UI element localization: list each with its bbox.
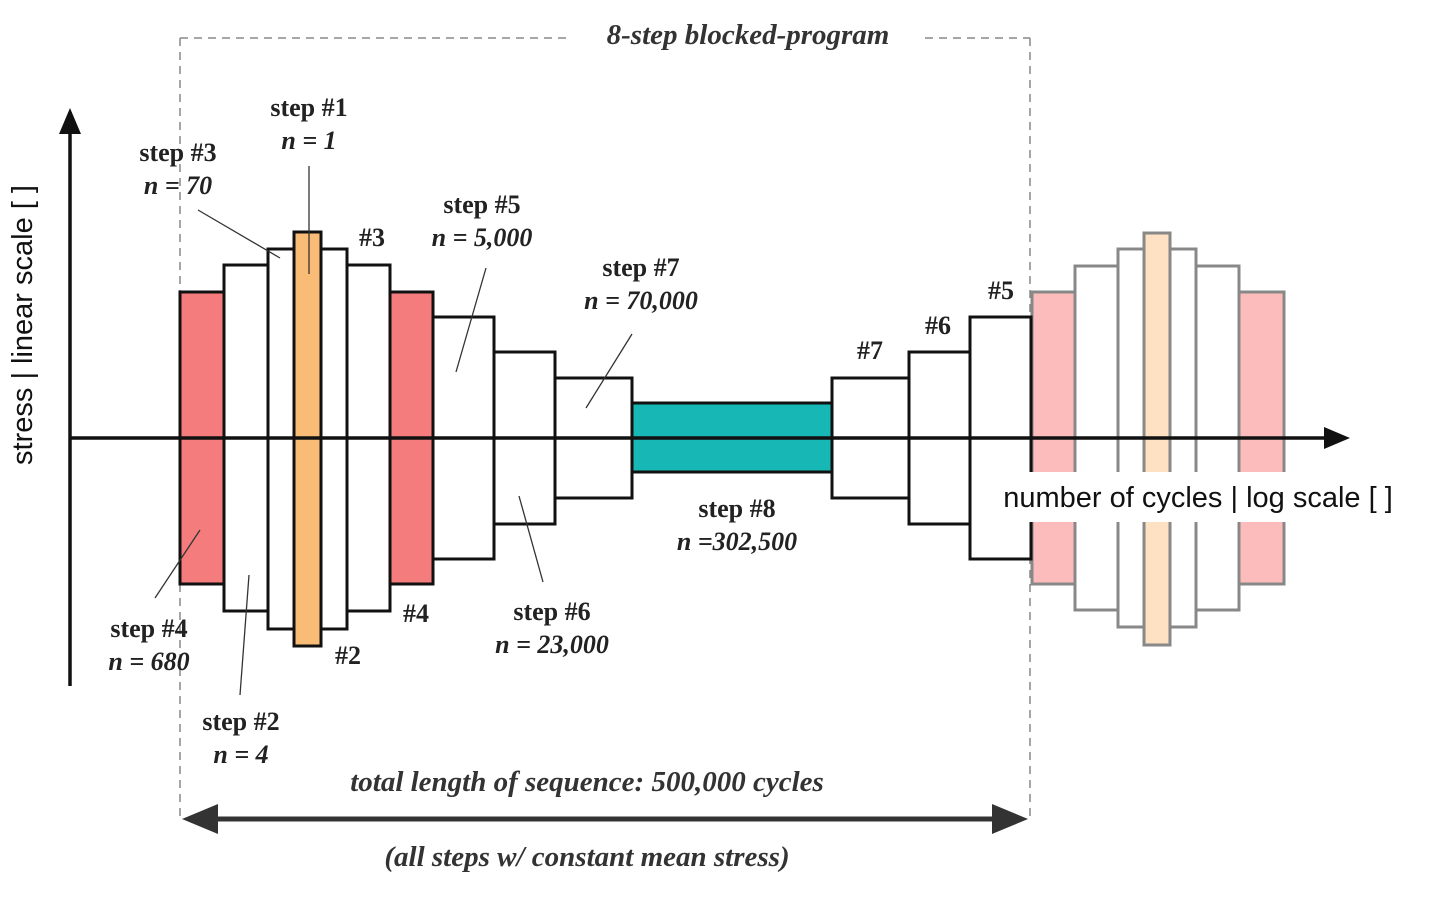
step7-count: n = 70,000: [584, 286, 698, 315]
step4-count: n = 680: [108, 647, 189, 676]
label-step6: step #6 n = 23,000: [495, 597, 609, 659]
step1-count: n = 1: [281, 126, 336, 155]
leader-step7: [585, 333, 633, 409]
step8-count: n =302,500: [677, 527, 797, 556]
leader-step2: [239, 574, 250, 696]
axes: [59, 108, 1350, 686]
step2-name: step #2: [202, 707, 279, 736]
block-tags: #3 #2 #4 #7 #6 #5: [335, 223, 1014, 670]
label-step1: step #1 n = 1: [270, 93, 347, 155]
mean-stress-note: (all steps w/ constant mean stress): [384, 841, 789, 873]
step4-name: step #4: [110, 614, 187, 643]
total-length-label: total length of sequence: 500,000 cycles: [350, 766, 824, 798]
step6-count: n = 23,000: [495, 630, 609, 659]
label-step3: step #3 n = 70: [139, 138, 216, 200]
leader-step4: [154, 529, 201, 599]
label-step7: step #7 n = 70,000: [584, 253, 698, 315]
diagram-title: 8-step blocked-program: [607, 19, 890, 51]
leader-step3: [197, 209, 281, 259]
label-step2: step #2 n = 4: [202, 707, 279, 769]
y-axis-label: stress | linear scale [ ]: [7, 185, 39, 465]
step6-name: step #6: [513, 597, 590, 626]
total-length-arrow: [182, 804, 1028, 834]
leader-step6: [518, 495, 544, 583]
program-frame: [179, 37, 1031, 820]
tag-step4: #4: [403, 599, 429, 628]
step1-name: step #1: [270, 93, 347, 122]
step-labels: step #1 n = 1 step #3 n = 70 step #5 n =…: [108, 93, 797, 769]
step3-count: n = 70: [144, 171, 212, 200]
leader-lines: [154, 166, 633, 696]
step8-name: step #8: [698, 494, 775, 523]
tag-step7: #7: [857, 336, 883, 365]
step5-count: n = 5,000: [432, 223, 533, 252]
x-axis-label: number of cycles | log scale [ ]: [1003, 482, 1393, 514]
step7-name: step #7: [602, 253, 679, 282]
tag-step2: #2: [335, 641, 361, 670]
tag-step5: #5: [988, 276, 1014, 305]
tag-step3: #3: [359, 223, 385, 252]
step5-name: step #5: [443, 190, 520, 219]
label-step8: step #8 n =302,500: [677, 494, 797, 556]
step3-name: step #3: [139, 138, 216, 167]
tag-step6: #6: [925, 311, 951, 340]
x-axis-label-backdrop: [978, 472, 1418, 522]
y-axis-arrow: [59, 108, 81, 134]
leader-step5: [455, 267, 487, 373]
x-axis-arrow: [1324, 427, 1350, 449]
label-step5: step #5 n = 5,000: [432, 190, 533, 252]
label-step4: step #4 n = 680: [108, 614, 189, 676]
step2-count: n = 4: [213, 740, 268, 769]
